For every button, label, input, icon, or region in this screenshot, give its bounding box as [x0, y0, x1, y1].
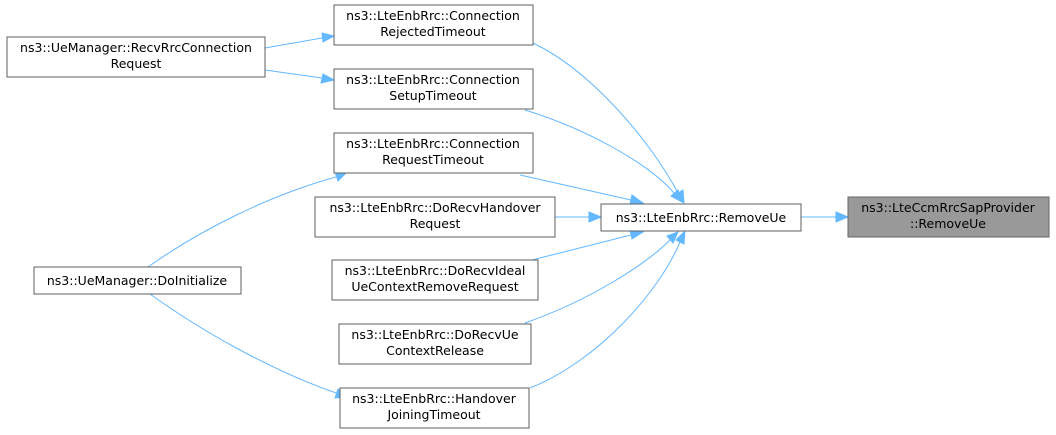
node-label-line2: Request — [410, 216, 461, 231]
edge-recvrrc-to-setuptimeout — [264, 69, 336, 84]
node-ccm-rrc-sap-provider-remove-ue[interactable]: ns3::LteCcmRrcSapProvider ::RemoveUe — [847, 196, 1050, 238]
edge-setuptimeout-to-removeue — [524, 109, 683, 204]
edge-removeue-to-ccmremoveue — [801, 211, 850, 223]
node-label-line1: ns3::LteEnbRrc::DoRecvUe — [351, 327, 518, 342]
node-label-line2: RejectedTimeout — [380, 24, 486, 39]
node-label-line2: RequestTimeout — [382, 152, 484, 167]
node-label-line1: ns3::UeManager::RecvRrcConnection — [20, 40, 252, 55]
node-label-line1: ns3::LteEnbRrc::Connection — [346, 72, 520, 87]
node-connection-setup-timeout[interactable]: ns3::LteEnbRrc::Connection SetupTimeout — [333, 68, 534, 110]
node-label-line2: ::RemoveUe — [910, 216, 986, 231]
node-do-recv-ideal-ue-context-remove-request[interactable]: ns3::LteEnbRrc::DoRecvIdeal UeContextRem… — [331, 259, 539, 301]
node-remove-ue[interactable]: ns3::LteEnbRrc::RemoveUe — [600, 203, 802, 232]
node-handover-joining-timeout[interactable]: ns3::LteEnbRrc::Handover JoiningTimeout — [339, 387, 530, 429]
node-label-line2: SetupTimeout — [389, 88, 477, 103]
node-label-line1: ns3::LteEnbRrc::RemoveUe — [616, 210, 787, 225]
node-label-line1: ns3::LteEnbRrc::Connection — [346, 8, 520, 23]
edge-idealremove-to-removeue — [531, 229, 645, 261]
edge-doinit-to-joiningtimeout — [149, 293, 349, 399]
node-label-line1: ns3::LteEnbRrc::Connection — [346, 136, 520, 151]
node-connection-request-timeout[interactable]: ns3::LteEnbRrc::Connection RequestTimeou… — [333, 132, 534, 174]
node-label-line2: Request — [111, 56, 162, 71]
node-do-recv-ue-context-release[interactable]: ns3::LteEnbRrc::DoRecvUe ContextRelease — [338, 323, 532, 365]
edge-joiningtimeout-to-removeue — [529, 229, 686, 389]
edge-rejectedtimeout-to-removeue — [532, 42, 685, 205]
node-recv-rrc-connection-request[interactable]: ns3::UeManager::RecvRrcConnection Reques… — [6, 36, 266, 78]
node-label-line1: ns3::UeManager::DoInitialize — [47, 273, 228, 288]
node-label-line1: ns3::LteEnbRrc::DoRecvHandover — [329, 200, 541, 215]
node-connection-rejected-timeout[interactable]: ns3::LteEnbRrc::Connection RejectedTimeo… — [333, 4, 534, 46]
edge-recvrrc-to-rejectedtimeout — [264, 32, 336, 49]
node-label-line1: ns3::LteEnbRrc::Handover — [352, 391, 517, 406]
edge-ctxrelease-to-removeue — [524, 231, 679, 324]
node-label-line1: ns3::LteEnbRrc::DoRecvIdeal — [345, 263, 526, 278]
node-label-line2: UeContextRemoveRequest — [351, 279, 518, 294]
node-label-line1: ns3::LteCcmRrcSapProvider — [861, 200, 1035, 215]
edge-handoverrequest-to-removeue — [555, 211, 603, 223]
node-do-initialize[interactable]: ns3::UeManager::DoInitialize — [33, 266, 242, 295]
node-label-line2: ContextRelease — [386, 343, 484, 358]
node-label-line2: JoiningTimeout — [386, 407, 480, 422]
node-do-recv-handover-request[interactable]: ns3::LteEnbRrc::DoRecvHandover Request — [314, 196, 556, 238]
edge-requesttimeout-to-removeue — [519, 174, 645, 205]
